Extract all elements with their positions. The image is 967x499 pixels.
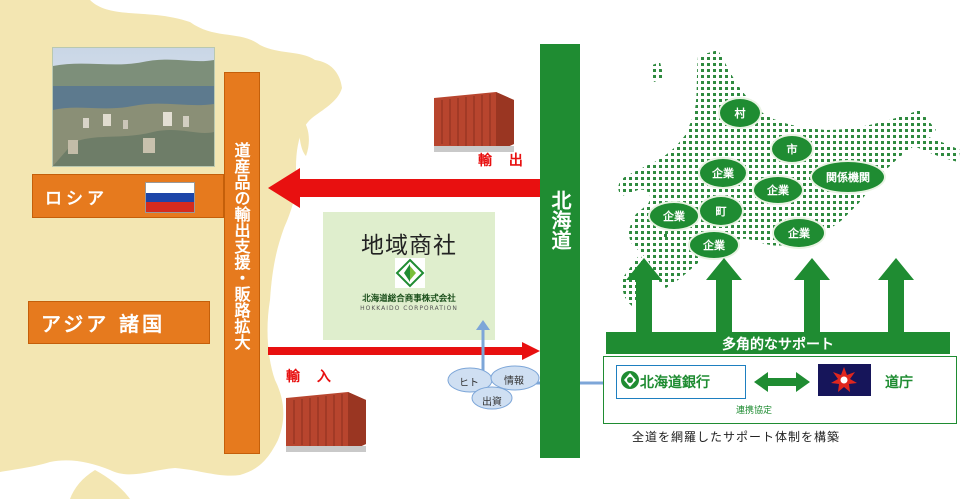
support-system-caption: 全道を網羅したサポート体制を構築 [632,430,841,444]
bubble-company-2: 企業 [752,175,804,205]
bank-logo-icon [621,371,639,389]
export-support-bar [224,72,260,454]
hokkaido-label: 北海道 [548,190,572,250]
bubble-village: 村 [718,97,762,129]
prefecture-emblem-icon [831,367,857,392]
multifaceted-support-label: 多角的なサポート [722,337,834,353]
company-name-english: HOKKAIDO CORPORATION [360,305,458,312]
hokkaido-bar [540,44,580,458]
export-arrow [268,168,540,208]
city-harbor-photo [52,47,215,167]
cloud-investment-label: 出資 [482,397,502,408]
bubble-company-1: 企業 [698,157,748,189]
export-label: 輸 出 [478,153,529,169]
bubble-town: 町 [698,195,744,227]
shipping-container-bottom [286,392,366,452]
resource-cloud [447,365,540,410]
import-arrow [268,342,540,360]
regional-trading-company-title: 地域商社 [361,233,457,259]
russia-box: ロシア [32,174,224,218]
asia-countries-box: アジア 諸国 [28,301,210,344]
cloud-people-label: ヒト [459,378,479,389]
prefectural-government-label: 道庁 [885,375,913,391]
cloud-info-label: 情報 [504,376,524,387]
partnership-agreement-label: 連携協定 [736,406,773,416]
multifaceted-support-bar [606,332,950,354]
bubble-related-organizations: 関係機関 [810,160,886,194]
bubble-company-4: 企業 [688,230,740,260]
asia-countries-label: アジア 諸国 [41,312,166,336]
shipping-container-top [434,92,514,152]
hokkaido-bank-label: 北海道銀行 [640,375,710,391]
russia-flag-icon [145,182,195,213]
support-arrows [626,258,914,334]
company-name: 北海道総合商事株式会社 [362,294,456,304]
company-logo-icon [395,258,425,288]
export-support-label: 道産品の輸出支援・販路拡大 [231,142,251,350]
bubble-city: 市 [770,134,814,164]
partnership-double-arrow [754,372,810,392]
russia-label: ロシア [45,188,108,209]
bubble-company-5: 企業 [772,217,826,249]
bubble-company-3: 企業 [648,201,700,231]
import-label: 輸 入 [286,369,337,385]
